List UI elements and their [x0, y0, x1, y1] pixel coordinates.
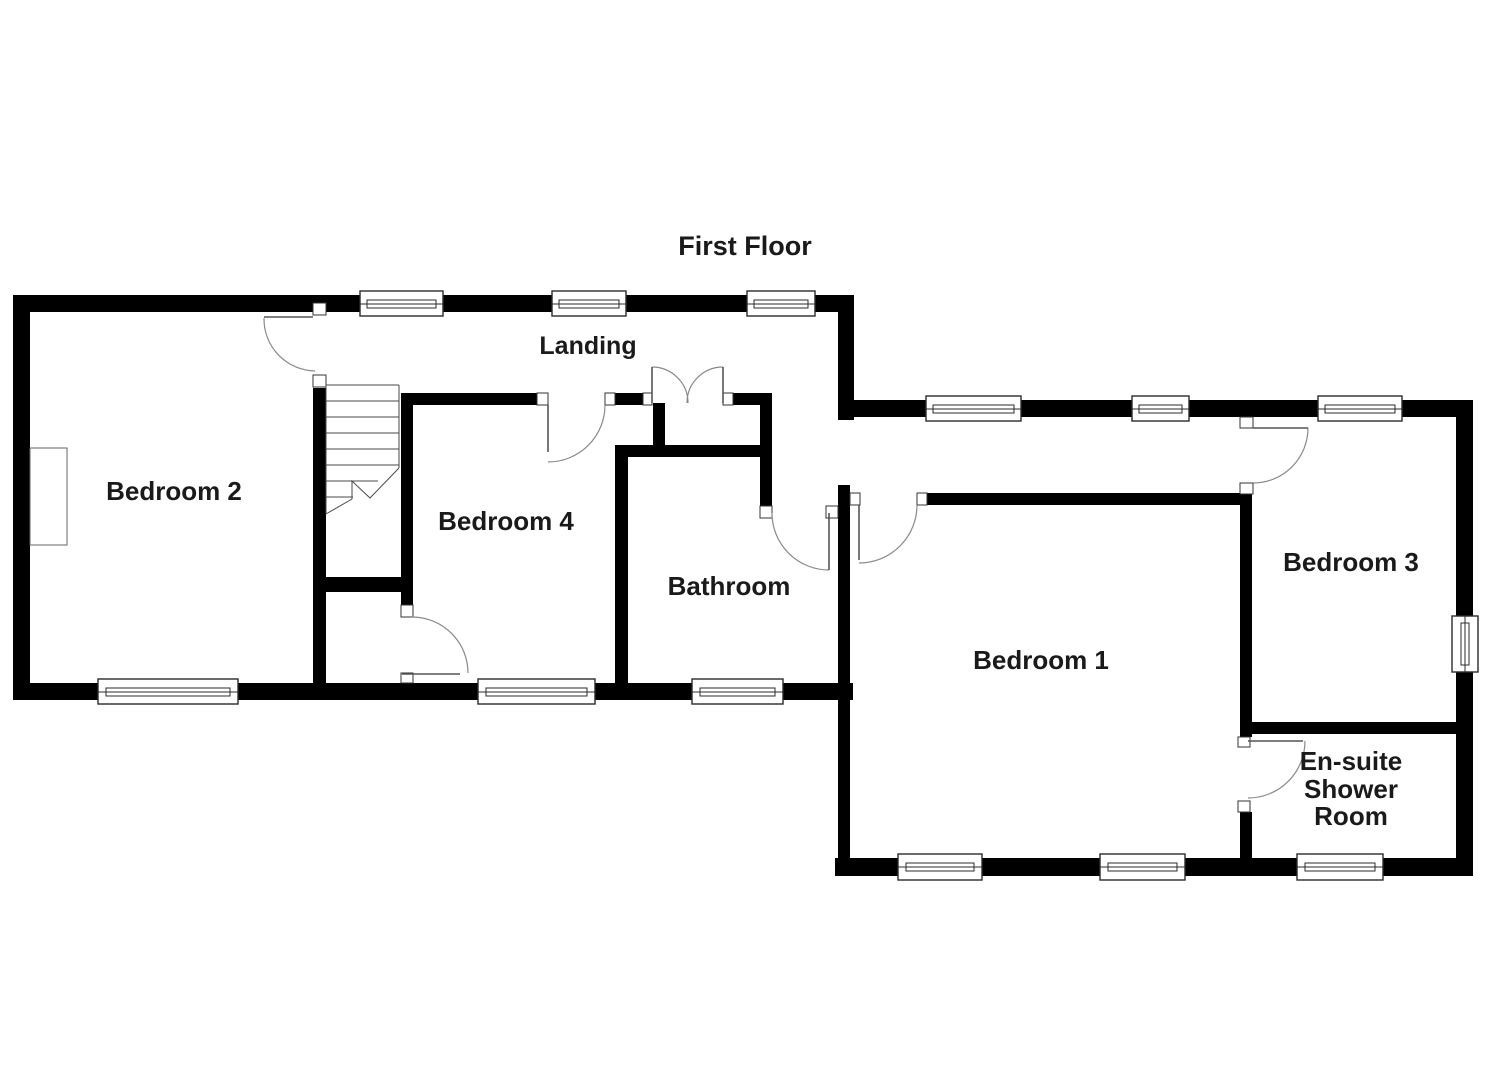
door-arc: [263, 317, 316, 372]
door-jamb: [312, 302, 327, 316]
door-jamb: [916, 492, 928, 506]
door-jamb: [400, 604, 414, 618]
window-symbol: [1099, 853, 1186, 881]
wall-landing-south-2: [615, 393, 643, 405]
wall-ensuite-top: [1247, 722, 1457, 734]
label-ensuite-line1: En-suite: [1300, 746, 1403, 776]
door-jamb: [536, 392, 549, 406]
window-symbol: [897, 853, 983, 881]
stair-break-line: [325, 467, 400, 515]
door-arc: [411, 616, 469, 674]
wall-ensuite-west-lower: [1240, 812, 1252, 858]
wall-left-bldg-right-upper: [838, 295, 854, 420]
double-door-arc: [686, 366, 724, 404]
door-jamb: [312, 374, 327, 388]
door-arc: [1252, 427, 1309, 484]
door-jamb: [400, 672, 414, 684]
label-bedroom-2: Bedroom 2: [106, 476, 242, 506]
labels: First Floor Landing Bedroom 2 Bedroom 4 …: [106, 231, 1419, 831]
wall-stairs-bottom: [318, 577, 401, 592]
doors: [263, 302, 1309, 813]
label-bedroom-3: Bedroom 3: [1283, 547, 1419, 577]
label-ensuite-line2: Shower: [1304, 774, 1398, 804]
door-arc: [771, 512, 830, 571]
window-symbol: [551, 290, 627, 317]
window-symbol: [925, 395, 1022, 422]
wall-bedroom1-west: [838, 485, 850, 876]
door-jamb: [1237, 800, 1251, 813]
window-symbol: [1131, 395, 1190, 422]
wall-bedroom1-top: [927, 493, 1250, 505]
staircase: [325, 384, 400, 515]
window-symbol: [1317, 395, 1403, 422]
plan-title: First Floor: [678, 231, 812, 261]
door-jamb: [604, 392, 616, 406]
window-symbol: [97, 678, 239, 705]
window-symbol: [1296, 853, 1384, 881]
door-arc: [858, 504, 918, 564]
wall-bathroom-top: [618, 445, 772, 457]
wall-bathroom-east: [760, 393, 772, 518]
wall-bedroom4-west: [401, 393, 413, 605]
window-symbol: [359, 290, 444, 317]
interior-walls: [313, 388, 1457, 858]
double-door-arc: [651, 366, 689, 404]
door-arc: [547, 404, 606, 463]
door-jamb: [1237, 736, 1251, 748]
label-bedroom-1: Bedroom 1: [973, 645, 1109, 675]
window-symbol: [477, 678, 596, 705]
door-jamb: [849, 492, 861, 506]
wall-landing-south-1: [413, 393, 537, 405]
door-jamb: [642, 392, 653, 406]
wall-cupboard-west: [653, 403, 665, 450]
label-ensuite-line3: Room: [1314, 801, 1388, 831]
label-bedroom-4: Bedroom 4: [438, 506, 574, 536]
window-symbol: [691, 678, 784, 705]
door-jamb: [759, 505, 773, 519]
wall-left-bldg-left: [13, 295, 30, 700]
wall-bed1-bed3-divider: [1240, 493, 1252, 737]
label-landing: Landing: [539, 332, 636, 360]
windows: [97, 290, 1479, 881]
door-arc: [1247, 740, 1306, 799]
wall-bedroom2-right: [313, 388, 326, 683]
door-jamb: [825, 505, 839, 519]
window-symbol: [746, 290, 816, 317]
door-jamb: [1239, 482, 1254, 495]
wall-bathroom-west: [615, 445, 628, 683]
window-symbol: [1451, 615, 1479, 673]
door-jamb: [722, 392, 734, 406]
chimney-breast: [29, 447, 68, 546]
label-bathroom: Bathroom: [668, 571, 791, 601]
door-jamb: [1239, 416, 1254, 429]
